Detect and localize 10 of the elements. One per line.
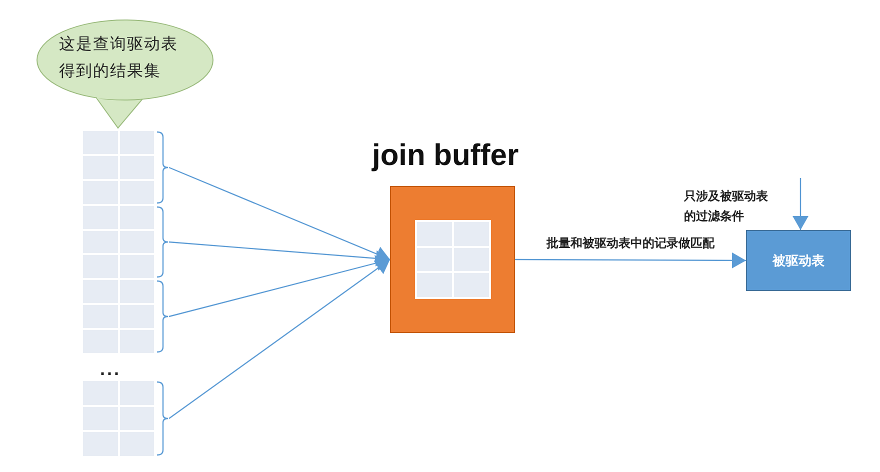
bubble-text: 这是查询驱动表得到的结果集 xyxy=(59,33,179,82)
table-box: 被驱动表 xyxy=(746,230,851,291)
note-text: 只涉及被驱动表的过滤条件 xyxy=(684,188,769,225)
ellipsis: ... xyxy=(100,358,122,381)
edge-label: 批量和被驱动表中的记录做匹配 xyxy=(544,234,716,252)
arrow xyxy=(168,259,390,419)
arrow xyxy=(168,166,390,262)
arrow xyxy=(792,178,808,230)
buffer-title: join buffer xyxy=(372,138,519,174)
arrow xyxy=(515,252,746,268)
